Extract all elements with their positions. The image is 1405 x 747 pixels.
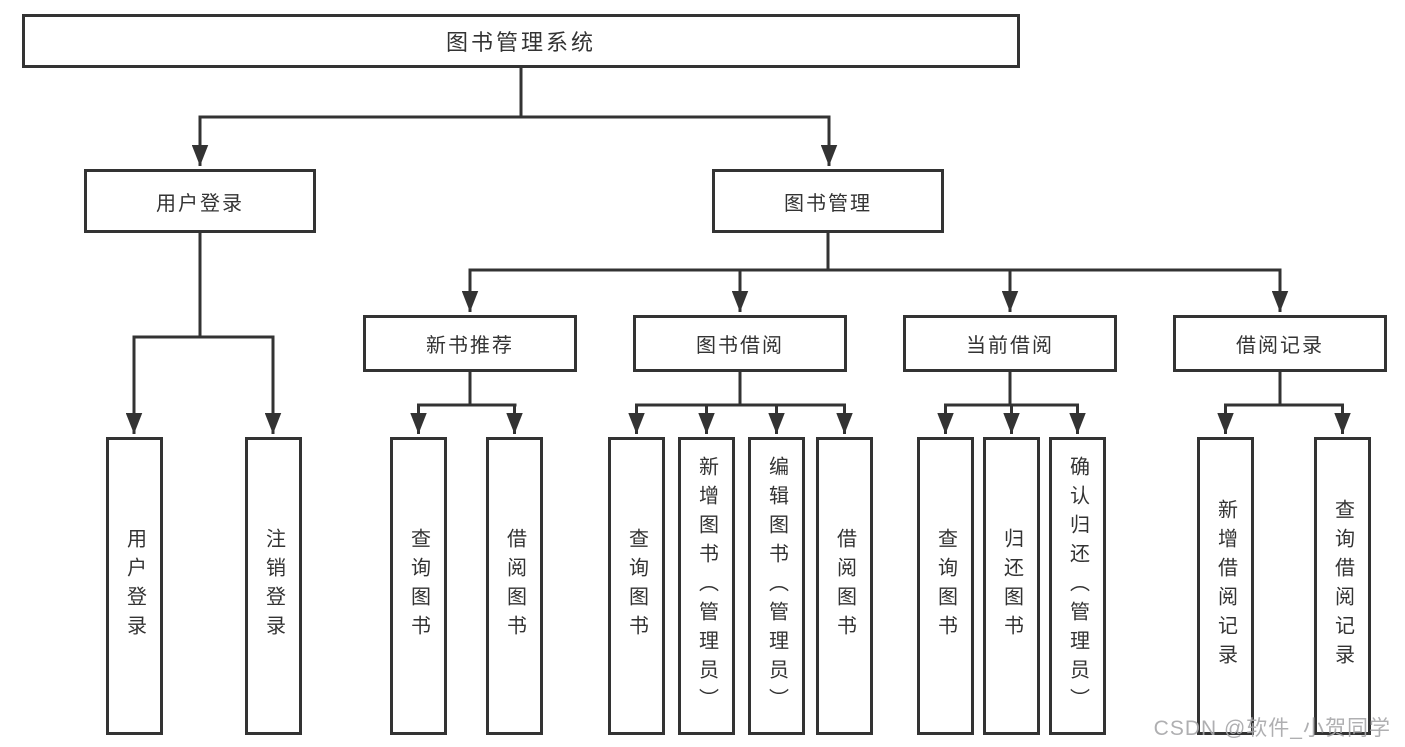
node-label: 图书借阅 [696, 335, 784, 357]
node-label: 新增借阅记录 [1214, 499, 1237, 673]
leaf-current-query-books: 查询图书 [917, 437, 974, 735]
node-new-book-recommend: 新书推荐 [363, 315, 577, 372]
node-label: 借阅记录 [1236, 335, 1324, 357]
node-label: 当前借阅 [966, 335, 1054, 357]
node-label: 查询图书 [407, 528, 430, 644]
node-label: 新书推荐 [426, 335, 514, 357]
csdn-watermark: CSDN @软件_小贺同学 [1153, 717, 1391, 740]
node-label: 图书管理 [784, 192, 872, 215]
node-label: 用户登录 [156, 192, 244, 215]
node-current-borrowing: 当前借阅 [903, 315, 1117, 372]
connector [132, 68, 1344, 407]
node-label: 图书管理系统 [445, 30, 596, 55]
leaf-borrowing-borrow-books: 借阅图书 [816, 437, 873, 735]
node-label: 查询图书 [625, 528, 648, 644]
leaf-borrowing-query-books: 查询图书 [608, 437, 665, 735]
node-book-borrowing: 图书借阅 [633, 315, 847, 372]
node-label: 借阅图书 [833, 528, 856, 644]
leaf-user-login: 用户登录 [106, 437, 163, 735]
node-user-login: 用户登录 [84, 169, 316, 233]
leaf-records-query-borrow-record: 查询借阅记录 [1314, 437, 1371, 735]
node-label: 注销登录 [262, 528, 285, 644]
leaf-current-return-books: 归还图书 [983, 437, 1040, 735]
node-label: 查询图书 [934, 528, 957, 644]
node-label: 编辑图书（管理员） [765, 455, 788, 717]
leaf-borrowing-edit-books-admin: 编辑图书（管理员） [748, 437, 805, 735]
leaf-records-add-borrow-record: 新增借阅记录 [1197, 437, 1254, 735]
leaf-borrowing-add-books-admin: 新增图书（管理员） [678, 437, 735, 735]
node-library-management-system: 图书管理系统 [22, 14, 1020, 68]
node-label: 确认归还（管理员） [1066, 455, 1089, 717]
leaf-recommend-query-books: 查询图书 [390, 437, 447, 735]
node-book-management: 图书管理 [712, 169, 944, 233]
node-label: 借阅图书 [503, 528, 526, 644]
node-label: 查询借阅记录 [1331, 499, 1354, 673]
node-label: 新增图书（管理员） [695, 455, 718, 717]
node-label: 用户登录 [123, 528, 146, 644]
leaf-recommend-borrow-books: 借阅图书 [486, 437, 543, 735]
leaf-logout: 注销登录 [245, 437, 302, 735]
node-label: 归还图书 [1000, 528, 1023, 644]
leaf-current-confirm-return-admin: 确认归还（管理员） [1049, 437, 1106, 735]
node-borrowing-records: 借阅记录 [1173, 315, 1387, 372]
